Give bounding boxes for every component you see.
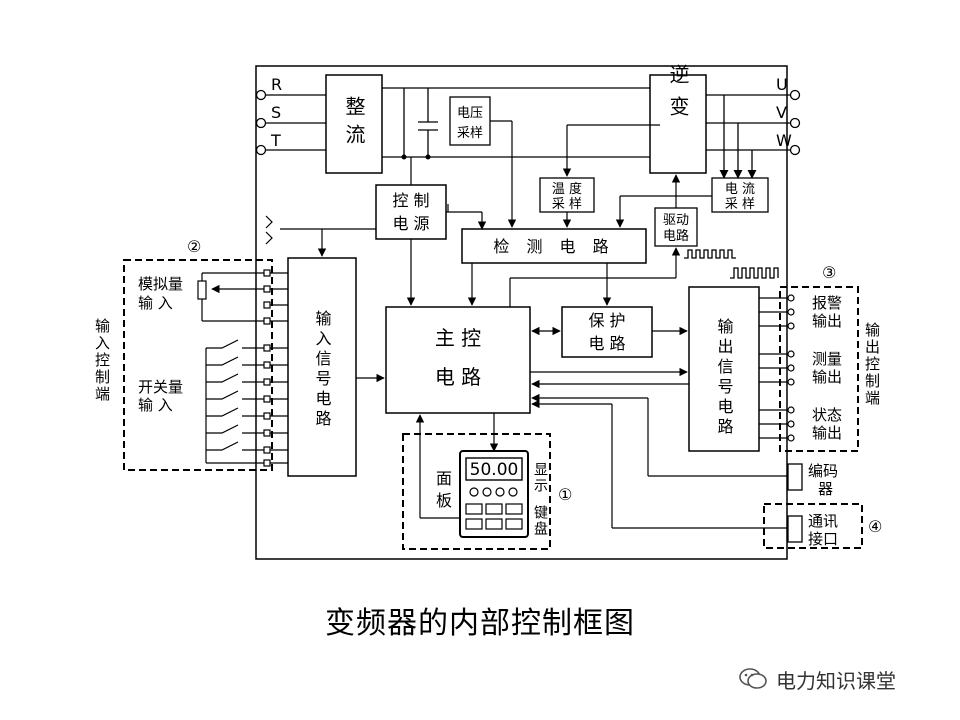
protection-circuit-label-2: 电 路: [588, 334, 625, 353]
encoder-label-1: 编码: [808, 462, 838, 480]
input-terminals: [255, 89, 326, 156]
input-signal-circuit-block: [287, 257, 357, 477]
rectifier-block: [325, 74, 383, 174]
terminal-t-label: T: [270, 131, 281, 150]
terminal-r-label: R: [271, 75, 282, 94]
inverter-label: 逆变: [666, 64, 690, 128]
comm-label-1: 通讯: [808, 512, 838, 530]
indicator-leds: [469, 487, 518, 497]
input-switches: [206, 339, 264, 464]
input-signal-circuit-label: 输入信号电路: [313, 310, 332, 430]
main-control-label-1: 主 控: [435, 326, 481, 350]
terminal-u-label: U: [776, 75, 788, 94]
current-sampling-label-1: 电 流: [725, 182, 755, 197]
control-power-block: [375, 184, 447, 240]
display-label: 显示: [532, 462, 548, 494]
signal-lines: [280, 120, 788, 529]
terminal-s-label: S: [271, 103, 281, 122]
encoder-connector: [787, 463, 803, 491]
analog-input-label-1: 模拟量: [138, 275, 183, 293]
pulse-waveform: [730, 267, 779, 279]
switch-input-label-1: 开关量: [138, 378, 183, 396]
signal-tick: [265, 215, 273, 245]
watermark-text: 电力知识课堂: [776, 668, 896, 693]
pulse-waveform: [684, 249, 736, 259]
control-power-label-1: 控 制: [392, 191, 429, 210]
display-value: 50.00: [470, 460, 519, 480]
output-terminal-wires: [759, 297, 788, 439]
output-terminals: [789, 89, 801, 156]
keypad-keys: [465, 503, 523, 530]
current-sampling-label-2: 采 样: [725, 197, 755, 212]
display-screen: [465, 457, 523, 481]
keyboard-label: 键盘: [532, 505, 548, 537]
protection-circuit-block: [561, 306, 653, 358]
marker-1: ①: [558, 485, 572, 504]
temperature-sampling-block: [539, 177, 595, 213]
potentiometer-icon: [197, 280, 207, 300]
panel-label-2: 板: [436, 491, 452, 510]
input-terminal-pins: [263, 269, 271, 467]
bus-junction-dot: [401, 154, 407, 160]
input-control-title: 输入控制端: [93, 318, 111, 403]
voltage-sampling-label-2: 采样: [457, 126, 483, 141]
output-control-title: 输出控制端: [863, 322, 881, 407]
alarm-output-label-1: 报警: [812, 294, 842, 312]
status-output-label-2: 输出: [812, 424, 842, 442]
output-signal-circuit-block: [688, 286, 760, 452]
bus-junction-dot: [425, 154, 431, 160]
status-output-label-1: 状态: [812, 406, 842, 424]
wechat-icon: [739, 668, 767, 689]
input-terminal-wires: [201, 272, 288, 464]
main-control-label-2: 电 路: [435, 365, 481, 389]
terminal-v-label: V: [776, 103, 787, 122]
current-sampling-block: [711, 177, 769, 213]
output-lines: [706, 94, 790, 179]
comm-label-2: 接口: [808, 530, 838, 548]
watermark: 电力知识课堂: [738, 664, 948, 694]
panel-label-1: 面: [436, 469, 452, 488]
output-terminal-pins: [787, 294, 795, 442]
temperature-sampling-label-1: 温 度: [552, 181, 582, 197]
marker-3: ③: [822, 263, 836, 282]
rectifier-label: 整流: [342, 96, 366, 152]
comm-interface-group: [763, 503, 863, 549]
drive-circuit-label-2: 电路: [663, 228, 689, 244]
temperature-sampling-label-2: 采 样: [552, 197, 582, 212]
measure-output-label-1: 测量: [812, 350, 842, 368]
switch-input-label-2: 输 入: [138, 396, 173, 414]
figure-caption: 变频器的内部控制框图: [325, 606, 635, 641]
detection-circuit-block: [461, 228, 647, 264]
marker-4: ④: [868, 517, 882, 536]
alarm-output-label-2: 输出: [812, 312, 842, 330]
detection-circuit-label: 检 测 电 路: [493, 237, 614, 256]
protection-circuit-label-1: 保 护: [588, 311, 625, 330]
drive-circuit-block: [654, 207, 698, 247]
measure-output-label-2: 输出: [812, 368, 842, 386]
operator-panel-group: [402, 433, 551, 550]
inverter-block: [649, 74, 707, 174]
main-control-block: [385, 306, 531, 414]
control-power-label-2: 电 源: [392, 214, 429, 233]
dc-bus: [382, 87, 650, 158]
drive-circuit-label-1: 驱动: [663, 213, 689, 228]
comm-connector: [787, 515, 803, 543]
encoder-label-2: 器: [818, 480, 833, 498]
marker-2: ②: [187, 237, 201, 256]
output-signal-circuit-label: 输出信号电路: [715, 318, 734, 438]
analog-input-label-2: 输 入: [138, 294, 173, 312]
output-control-group: [779, 286, 859, 452]
voltage-sampling-label-1: 电压: [457, 106, 483, 121]
terminal-w-label: W: [776, 131, 792, 150]
